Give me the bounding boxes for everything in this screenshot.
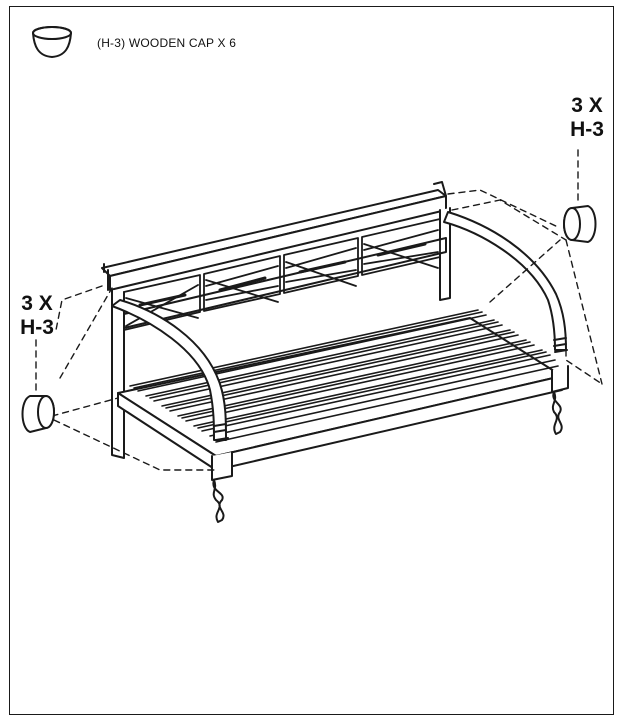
front-leg-left [211, 423, 233, 523]
callout-right: 3 X H-3 [552, 94, 621, 142]
cap-left [21, 395, 55, 433]
callout-left-qty: 3 X [21, 292, 53, 315]
backrest-top-rail [101, 189, 447, 291]
front-leg-right [551, 337, 569, 435]
callout-left: 3 X H-3 [12, 292, 62, 340]
cap-legend-label: (H-3) WOODEN CAP X 6 [97, 36, 237, 50]
callout-left-part: H-3 [20, 316, 54, 339]
callout-right-qty: 3 X [571, 94, 603, 117]
back-post-right [433, 181, 451, 301]
cap-right [563, 205, 597, 243]
back-post-left [103, 263, 125, 459]
seat-slats [129, 309, 559, 443]
guide-lines [35, 149, 603, 471]
callout-right-part: H-3 [570, 118, 604, 141]
backrest-lattice [123, 218, 441, 331]
wooden-cap-icon [32, 26, 72, 59]
